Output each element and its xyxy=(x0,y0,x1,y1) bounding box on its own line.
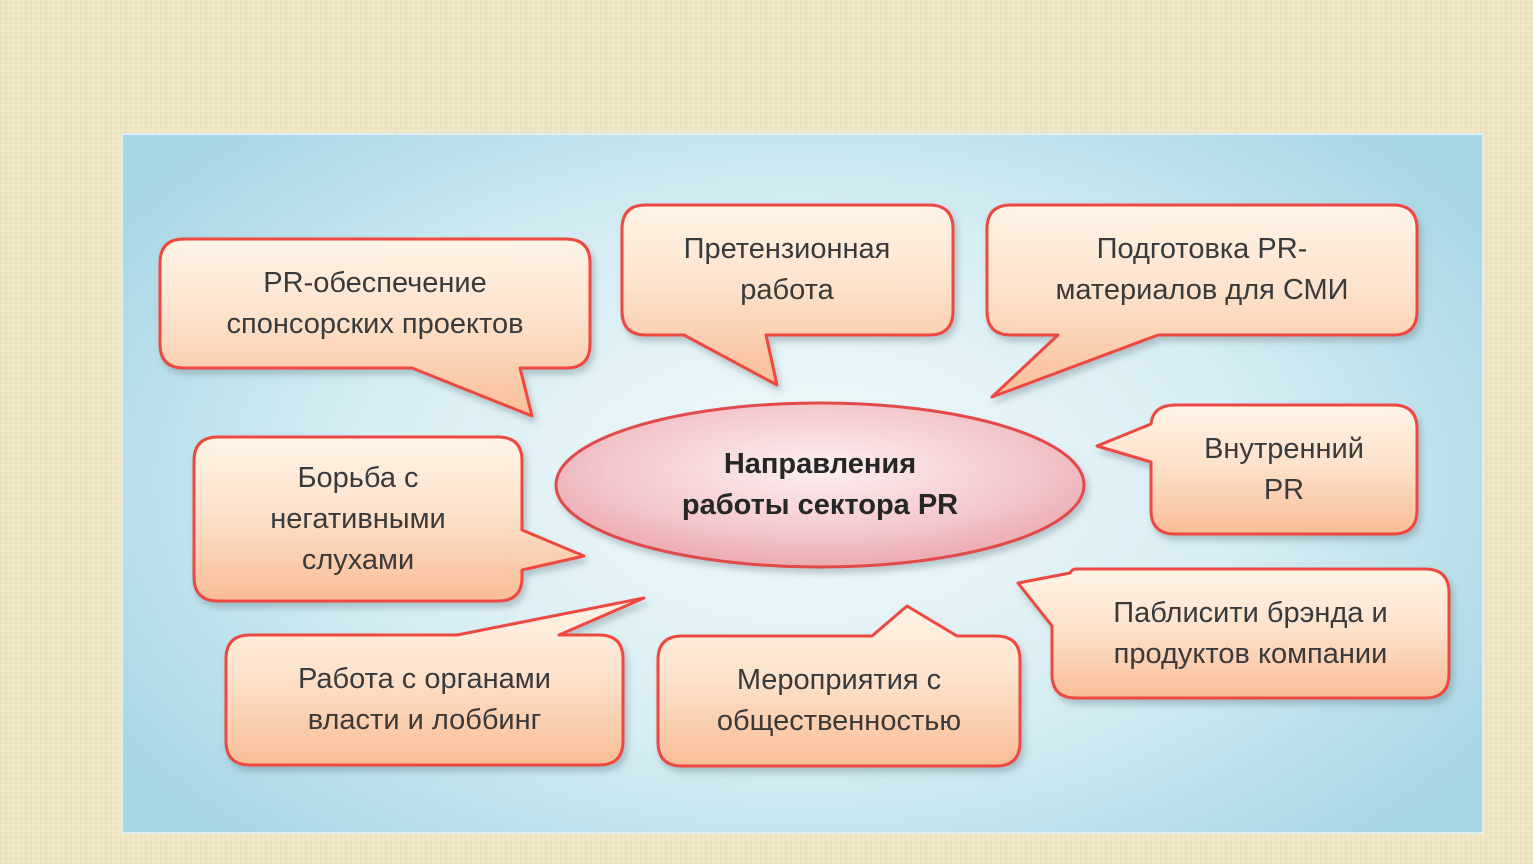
callout-rumors xyxy=(192,435,586,603)
callout-internal xyxy=(1095,403,1419,536)
callout-label-media: Подготовка PR- материалов для СМИ xyxy=(1055,233,1349,306)
callout-publicity xyxy=(1016,567,1451,700)
callout-label-internal: Внутренний PR xyxy=(1204,433,1364,506)
callout-label-claims: Претензионная работа xyxy=(683,233,891,306)
callout-claims xyxy=(620,203,955,387)
callout-label-government: Работа с органами власти и лоббинг xyxy=(298,663,551,736)
callout-label-sponsor: PR-обеспечение спонсорских проектов xyxy=(226,267,524,340)
callout-label-publicity: Паблисити брэнда и продуктов компании xyxy=(1113,597,1388,670)
callout-label-events: Мероприятия с общественностью xyxy=(716,664,962,737)
callout-media xyxy=(985,203,1419,399)
center-ellipse xyxy=(554,401,1086,569)
center-title: Направления работы сектора PR xyxy=(681,448,959,521)
callout-events xyxy=(656,604,1022,768)
callout-government xyxy=(224,596,646,767)
callout-sponsor xyxy=(158,237,592,418)
callout-label-rumors: Борьба с негативными слухами xyxy=(270,461,446,576)
